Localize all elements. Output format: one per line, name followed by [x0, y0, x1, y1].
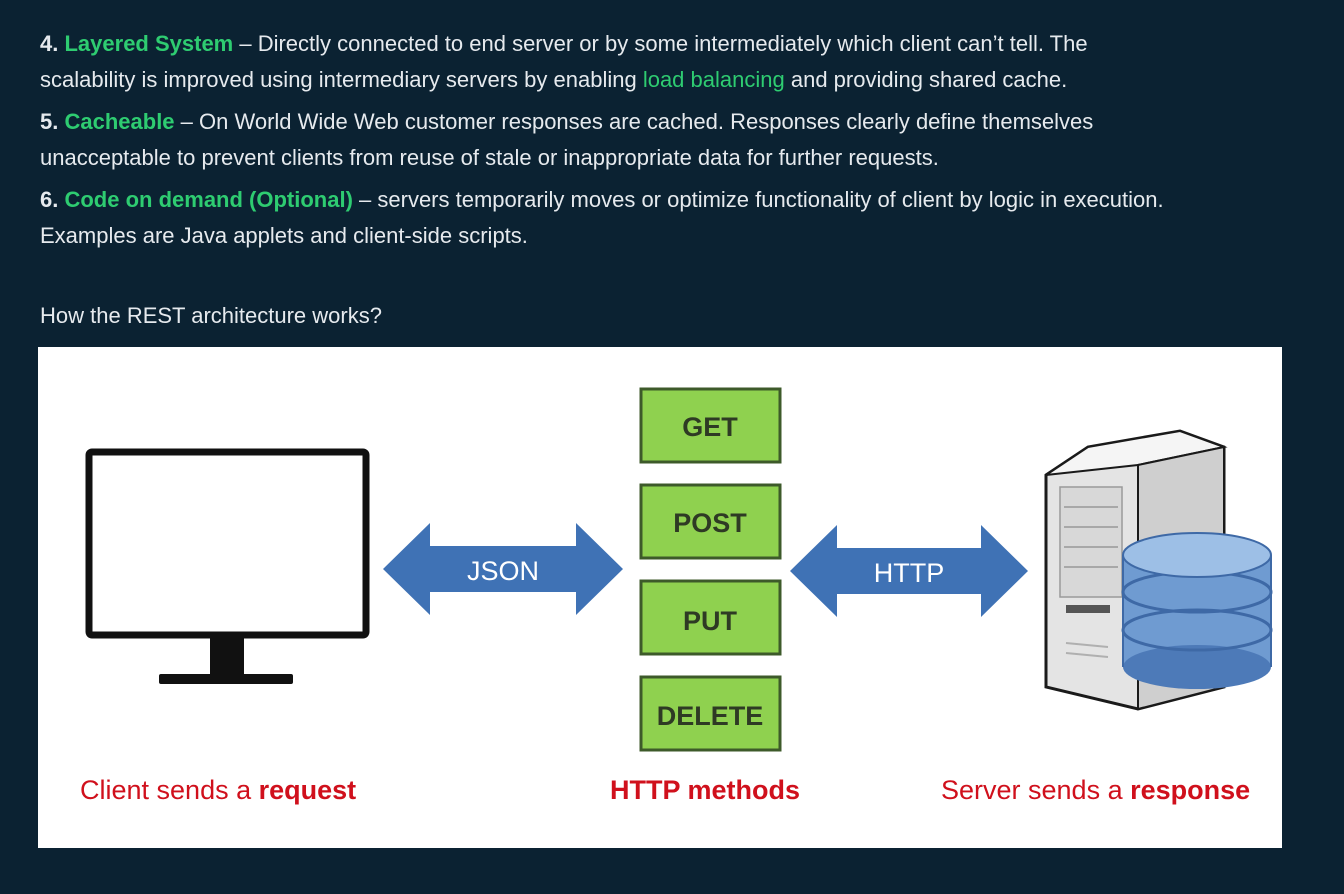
client-caption-bold: request — [258, 775, 357, 805]
diagram-graphics: JSON GET POST PUT DELETE HTTP — [85, 387, 1273, 752]
point-line: 4. Layered System – Directly connected t… — [40, 26, 1088, 62]
http-arrow: HTTP — [790, 525, 1028, 617]
client-caption-text: Client sends a — [80, 775, 259, 805]
point-title: Code on demand (Optional) — [64, 187, 353, 212]
server-caption: Server sends a response — [941, 775, 1250, 806]
point-number: 6. — [40, 187, 59, 212]
server-caption-text: Server sends a — [941, 775, 1131, 805]
json-arrow: JSON — [383, 523, 623, 615]
point-text: and providing shared cache. — [784, 67, 1068, 92]
point-line: scalability is improved using intermedia… — [40, 62, 1088, 98]
point-code-on-demand: 6. Code on demand (Optional) – servers t… — [40, 182, 1164, 254]
point-layered-system: 4. Layered System – Directly connected t… — [40, 26, 1088, 98]
point-line: 6. Code on demand (Optional) – servers t… — [40, 182, 1164, 218]
monitor-icon — [85, 448, 370, 684]
method-box-get: GET — [639, 387, 782, 464]
point-cacheable: 5. Cacheable – On World Wide Web custome… — [40, 104, 1093, 176]
method-label: POST — [673, 508, 747, 538]
method-box-delete: DELETE — [639, 675, 782, 752]
json-arrow-label: JSON — [467, 556, 539, 586]
method-label: DELETE — [657, 701, 764, 731]
point-text: – Directly connected to end server or by… — [233, 31, 1088, 56]
client-caption: Client sends a request — [80, 775, 356, 806]
method-box-put: PUT — [639, 579, 782, 656]
point-text: unacceptable to prevent clients from reu… — [40, 145, 939, 170]
point-text: – servers temporarily moves or optimize … — [352, 187, 1164, 212]
point-number: 5. — [40, 109, 59, 134]
server-caption-bold: response — [1130, 775, 1251, 805]
point-text: Examples are Java applets and client-sid… — [40, 223, 528, 248]
point-text: – On World Wide Web customer responses a… — [174, 109, 1094, 134]
point-number: 4. — [40, 31, 59, 56]
point-text: scalability is improved using intermedia… — [40, 67, 643, 92]
http-arrow-label: HTTP — [874, 558, 945, 588]
method-label: GET — [682, 412, 738, 442]
point-title: Layered System — [64, 31, 234, 56]
method-box-post: POST — [639, 483, 782, 560]
methods-caption: HTTP methods — [610, 775, 801, 805]
database-icon — [1121, 532, 1273, 689]
point-line: 5. Cacheable – On World Wide Web custome… — [40, 104, 1093, 140]
section-question: How the REST architecture works? — [40, 303, 382, 328]
load-balancing-highlight: load balancing — [642, 67, 785, 92]
rest-architecture-diagram: JSON GET POST PUT DELETE HTTP — [38, 347, 1282, 848]
method-label: PUT — [683, 606, 738, 636]
point-title: Cacheable — [64, 109, 175, 134]
